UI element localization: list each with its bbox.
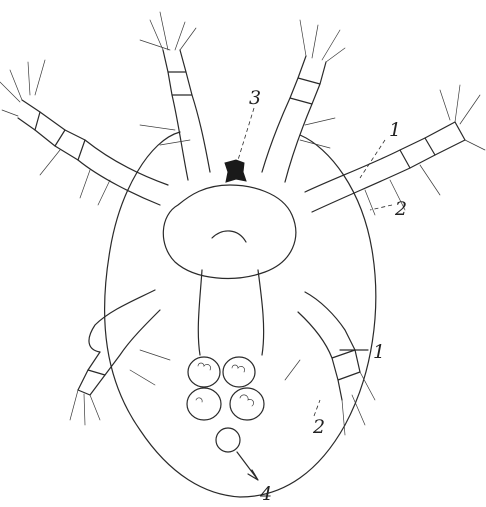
label-2-upper: 2 bbox=[394, 198, 407, 220]
leader-4 bbox=[237, 452, 258, 480]
leader-2-upper bbox=[370, 205, 392, 210]
label-4: 4 bbox=[259, 483, 272, 505]
mouth-curve bbox=[212, 231, 246, 242]
label-2-lower: 2 bbox=[312, 416, 325, 438]
sternal-plate bbox=[198, 270, 263, 355]
egg-cluster bbox=[187, 357, 264, 452]
label-1-upper: 1 bbox=[389, 119, 401, 141]
leg-2-right bbox=[262, 20, 345, 182]
leader-2-lower bbox=[314, 400, 320, 416]
label-1-lower: 1 bbox=[373, 341, 385, 363]
leg-3-right bbox=[285, 292, 375, 435]
anterior-dark-mark bbox=[225, 160, 246, 182]
label-3: 3 bbox=[249, 87, 261, 109]
leg-1-left bbox=[0, 60, 168, 205]
gnathosoma bbox=[163, 185, 295, 278]
leader-3 bbox=[238, 108, 254, 160]
leg-2-left bbox=[140, 12, 210, 180]
leg-1-right bbox=[305, 85, 485, 215]
leg-3-left bbox=[70, 290, 170, 425]
